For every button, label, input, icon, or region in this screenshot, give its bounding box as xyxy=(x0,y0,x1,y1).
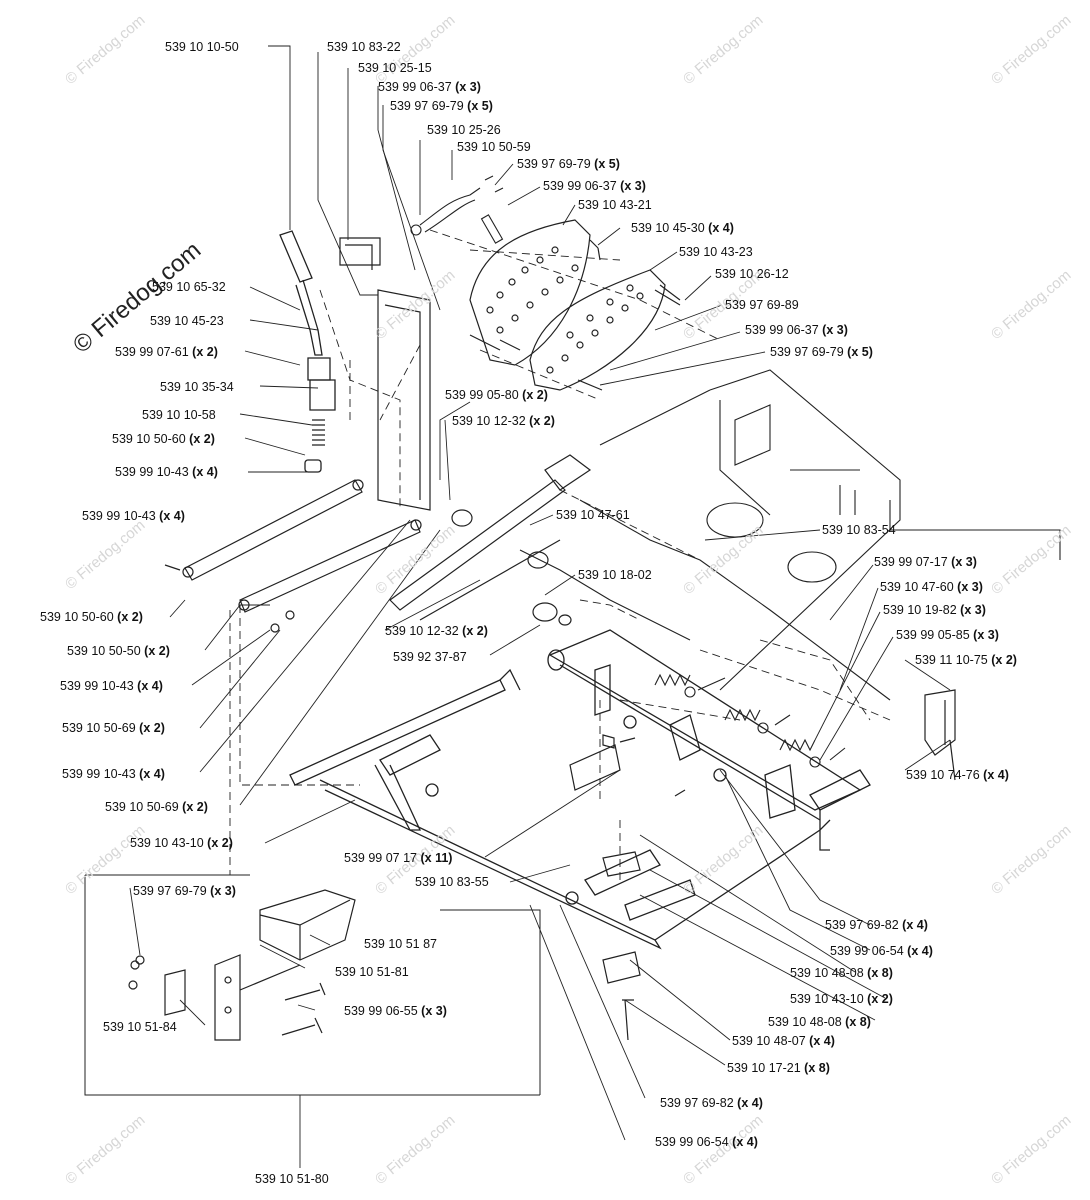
part-label: 539 99 10-43 (x 4) xyxy=(115,465,218,479)
part-label: 539 99 07-61 (x 2) xyxy=(115,345,218,359)
part-label: 539 10 26-12 xyxy=(715,267,789,281)
part-label: 539 99 07-17 (x 3) xyxy=(874,555,977,569)
part-label: 539 99 06-54 (x 4) xyxy=(655,1135,758,1149)
springs xyxy=(654,673,846,768)
shift-lever xyxy=(279,230,336,473)
bracket-plates xyxy=(469,219,681,391)
part-label: 539 10 50-69 (x 2) xyxy=(62,721,165,735)
part-label: 539 10 43-21 xyxy=(578,198,652,212)
right-bracket xyxy=(924,689,956,781)
part-label: 539 97 69-79 (x 5) xyxy=(770,345,873,359)
part-label: 539 10 10-50 xyxy=(165,40,239,54)
part-label: 539 10 12-32 (x 2) xyxy=(385,624,488,638)
lower-rod xyxy=(289,668,831,950)
kit-parts xyxy=(128,889,356,1041)
part-label: 539 10 83-54 xyxy=(822,523,896,537)
part-label: 539 10 25-15 xyxy=(358,61,432,75)
part-label: 539 10 50-60 (x 2) xyxy=(112,432,215,446)
part-label: 539 10 17-21 (x 8) xyxy=(727,1061,830,1075)
part-label: 539 10 48-07 (x 4) xyxy=(732,1034,835,1048)
part-label: 539 10 51 87 xyxy=(364,937,437,951)
part-label: 539 99 06-54 (x 4) xyxy=(830,944,933,958)
part-label: 539 10 45-30 (x 4) xyxy=(631,221,734,235)
center-bracket xyxy=(569,734,686,797)
part-label: 539 10 48-08 (x 8) xyxy=(768,1015,871,1029)
part-label: 539 99 05-85 (x 3) xyxy=(896,628,999,642)
part-label: 539 10 10-58 xyxy=(142,408,216,422)
kit-bracket-line xyxy=(84,874,540,1096)
part-label: 539 99 05-80 (x 2) xyxy=(445,388,548,402)
part-label: 539 10 45-23 xyxy=(150,314,224,328)
dashed-lines xyxy=(229,229,891,880)
part-label: 539 97 69-82 (x 4) xyxy=(825,918,928,932)
part-label: 539 99 06-37 (x 3) xyxy=(378,80,481,94)
part-label: 539 11 10-75 (x 2) xyxy=(915,653,1017,667)
vertical-plate xyxy=(339,237,431,511)
part-label: 539 97 69-79 (x 5) xyxy=(390,99,493,113)
part-label: 539 10 43-10 (x 2) xyxy=(790,992,893,1006)
part-label: 539 10 18-02 xyxy=(578,568,652,582)
part-label: 539 10 12-32 (x 2) xyxy=(452,414,555,428)
part-label: 539 10 83-55 xyxy=(415,875,489,889)
linkage-arms xyxy=(164,479,422,633)
axle-rod xyxy=(389,454,592,626)
cable-assembly xyxy=(410,175,504,244)
part-label: 539 92 37-87 xyxy=(393,650,467,664)
part-label: 539 10 51-84 xyxy=(103,1020,177,1034)
part-label: 539 99 10-43 (x 4) xyxy=(60,679,163,693)
chassis-frame xyxy=(519,369,1061,701)
part-label: 539 99 06-37 (x 3) xyxy=(745,323,848,337)
part-label: 539 99 06-37 (x 3) xyxy=(543,179,646,193)
part-label: 539 10 51-81 xyxy=(335,965,409,979)
part-label: 539 10 83-22 xyxy=(327,40,401,54)
part-label: 539 10 51-80 xyxy=(255,1172,329,1186)
part-label: 539 10 50-60 (x 2) xyxy=(40,610,143,624)
part-label: 539 99 07 17 (x 11) xyxy=(344,851,453,865)
part-label: 539 10 50-50 (x 2) xyxy=(67,644,170,658)
part-label: 539 10 47-61 xyxy=(556,508,630,522)
part-label: 539 10 50-69 (x 2) xyxy=(105,800,208,814)
part-label: 539 10 74-76 (x 4) xyxy=(906,768,1009,782)
part-label: 539 10 47-60 (x 3) xyxy=(880,580,983,594)
part-label: 539 10 19-82 (x 3) xyxy=(883,603,986,617)
part-label: 539 99 10-43 (x 4) xyxy=(62,767,165,781)
part-label: 539 10 65-32 xyxy=(152,280,226,294)
cross-shaft xyxy=(547,629,871,821)
part-label: 539 10 43-10 (x 2) xyxy=(130,836,233,850)
clamp-blocks xyxy=(602,851,641,1041)
part-label: 539 10 48-08 (x 8) xyxy=(790,966,893,980)
part-label: 539 97 69-79 (x 5) xyxy=(517,157,620,171)
part-label: 539 97 69-79 (x 3) xyxy=(133,884,236,898)
part-label: 539 10 50-59 xyxy=(457,140,531,154)
part-label: 539 97 69-82 (x 4) xyxy=(660,1096,763,1110)
part-label: 539 10 35-34 xyxy=(160,380,234,394)
part-label: 539 10 43-23 xyxy=(679,245,753,259)
part-label: 539 99 06-55 (x 3) xyxy=(344,1004,447,1018)
part-label: 539 99 10-43 (x 4) xyxy=(82,509,185,523)
leader-lines xyxy=(129,45,951,1168)
part-label: 539 97 69-89 xyxy=(725,298,799,312)
part-label: 539 10 25-26 xyxy=(427,123,501,137)
